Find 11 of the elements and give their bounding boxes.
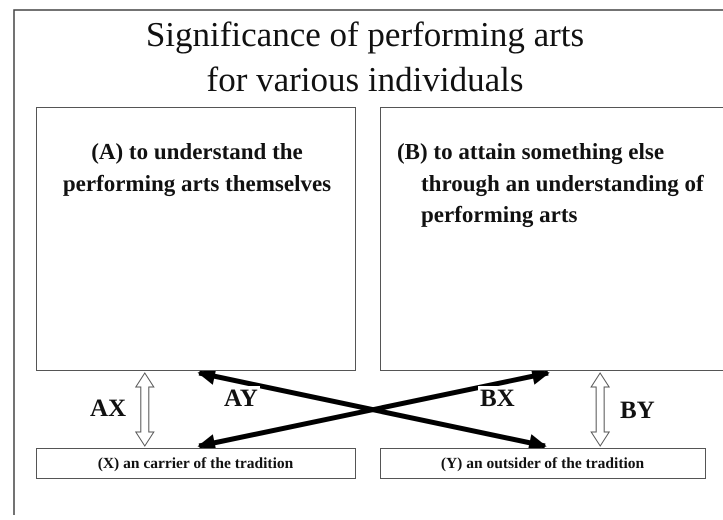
box-text: (B) to attain something else through an understanding of performing arts [396,138,705,230]
double-arrow [590,372,610,447]
box-text: (Y) an outsider of the tradition [440,454,646,474]
box-text: (A) to understand the performing arts themselves [62,138,332,198]
role-box [380,448,706,479]
diagram-title: Significance of performing arts for various individuals [144,14,586,101]
category-box [36,107,356,371]
double-arrow [134,372,155,447]
category-box [380,107,723,371]
box-text: (X) an carrier of the tradition [96,454,294,474]
role-box [36,448,356,479]
